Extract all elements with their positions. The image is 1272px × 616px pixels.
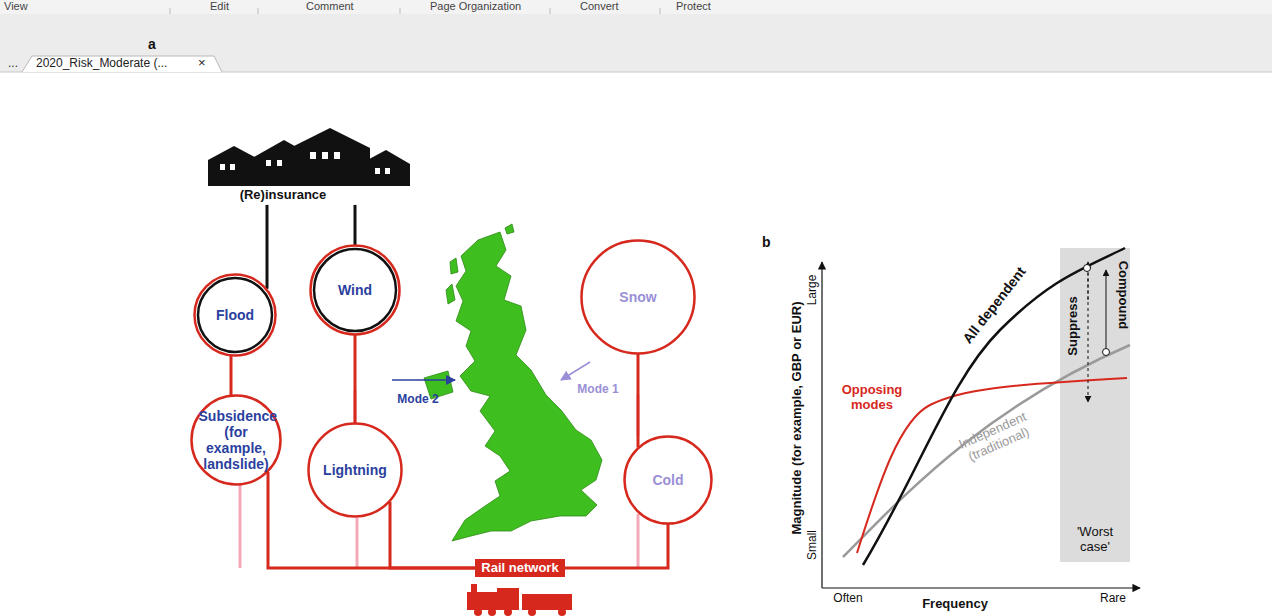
node-title: (Re)insurance [240,188,327,203]
uk-map [424,224,602,541]
axis-tick: Large [806,275,820,306]
mode-arrow [392,379,455,381]
axis-title: Magnitude (for example, GBP or EUR) [790,301,805,534]
houses-icon [208,128,410,186]
point-marker [1103,349,1110,356]
connector-line [266,205,269,289]
axis-tick: Often [833,592,862,606]
tab [22,56,222,72]
hazard-name: Cold [652,472,683,488]
menu-bar [0,0,1272,14]
menu-item: Page Organization [430,0,521,13]
menu-item: Protect [676,0,711,13]
tab-close: × [198,56,206,71]
connector-line [390,502,475,568]
menu-item: View [4,0,28,13]
x-axis [822,587,1140,588]
hazard-name: Subsidence (for example, landslide) [199,408,274,472]
hazard-circle: Snow [580,239,696,355]
tab-overflow: ... [8,57,18,71]
hazard-circle: Cold [623,435,713,525]
mode-label: Mode 1 [577,383,618,397]
tab-title: 2020_Risk_Moderate (... [36,57,167,71]
y-axis [821,262,822,588]
menu-item: Convert [580,0,619,13]
hazard-name: Lightning [323,462,387,478]
band-label: 'Worst case' [1065,525,1125,555]
mode-arrow [561,362,590,380]
connector-line [230,356,233,396]
suppress-arrow [1088,272,1089,402]
panel-letter: a [148,36,156,52]
rail-node: Rail network [475,559,564,578]
arrow-label: Suppress [1066,296,1081,355]
tab-bar [0,14,1272,72]
mode-label: Mode 2 [397,393,438,407]
connector-line [637,354,640,448]
train-icon [467,584,572,616]
connector-line [354,335,357,423]
hazard-circle: Subsidence (for example, landslide) [190,394,282,486]
hazard-name: Snow [619,289,656,305]
hazard-name: Wind [338,282,372,298]
panel-letter: b [762,234,771,250]
curve-label: Opposing modes [832,383,912,413]
point-marker [1084,265,1091,272]
axis-tick: Rare [1100,592,1126,606]
worst-case-band [1060,248,1130,562]
axis-title: Frequency [922,597,988,612]
curve-label: Independent (traditional) [940,402,1053,474]
menu-item: Edit [210,0,229,13]
dependent-curve [863,248,1125,565]
hazard-circle: Flood [193,273,277,357]
hazard-name: Flood [216,307,254,323]
hazard-circle: Wind [309,244,401,336]
menu-item: Comment [306,0,354,13]
curve-label: All dependent [959,264,1029,347]
hazard-circle: Lightning [307,422,403,518]
node-title: Rail network [481,561,558,576]
insurance-node: (Re)insurance [240,188,327,203]
compound-arrow [1106,270,1107,348]
connector-line [565,524,668,568]
connector-line [354,205,357,245]
arrow-label: Compound [1116,261,1131,330]
axis-tick: Small [806,530,820,560]
